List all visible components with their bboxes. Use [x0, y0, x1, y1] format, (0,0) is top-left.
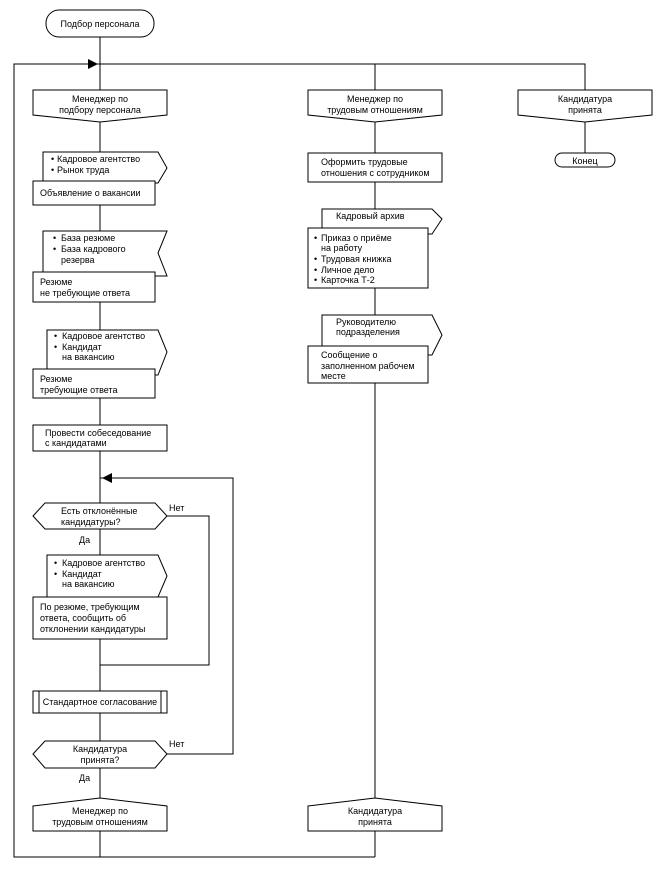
branch-no-label: Нет	[169, 503, 184, 513]
lane-labor-manager: Менеджер по трудовым отношениям	[307, 89, 443, 123]
department: Руководителю подразделения	[321, 314, 443, 356]
source-item: резерва	[61, 255, 95, 265]
archive-doc: Приказ о приёме	[321, 233, 392, 243]
source-agency-candidate-1: • Кадровое агентство • Кандидат на вакан…	[46, 329, 168, 376]
bullet-icon: •	[314, 265, 317, 275]
output-resume-need-reply: Резюме требующие ответа	[32, 368, 156, 399]
bullet-icon: •	[54, 558, 57, 568]
source-resume-db: • База резюме • База кадрового резерва	[42, 230, 168, 277]
branch-yes-label: Да	[79, 773, 90, 783]
output-vacancy-ad: Объявление о вакансии	[32, 180, 156, 206]
archive-documents: • Приказ о приёме на работу • Трудовая к…	[307, 227, 429, 289]
department-message-line2: заполненном рабочем	[321, 361, 415, 371]
bottom-candidate-accepted: Кандидатура принята	[307, 797, 443, 832]
source-item: Кандидат	[62, 342, 102, 352]
step-standard-approval-label: Стандартное согласование	[43, 697, 157, 707]
end-terminator: Конец	[554, 152, 616, 168]
output-resume-no-reply: Резюме не требующие ответа	[32, 271, 156, 303]
start-terminator: Подбор персонала	[45, 9, 155, 38]
accepted-no-connector	[100, 477, 234, 755]
output-resume-no-reply-line2: не требующие ответа	[40, 288, 130, 298]
archive-doc: Трудовая книжка	[321, 254, 392, 264]
source-agency-market: • Кадровое агентство • Рынок труда	[42, 151, 168, 184]
archive-title: Кадровый архив	[336, 211, 405, 221]
lane-hr-manager: Менеджер по подбору персонала	[32, 89, 168, 123]
output-resume-need-reply-line2: требующие ответа	[40, 385, 118, 395]
lane-hr-manager-line2: подбору персонала	[59, 105, 141, 115]
step-interview-line1: Провести собеседование	[45, 428, 151, 438]
source-item: Кадровое агентство	[62, 558, 145, 568]
lane-labor-manager-line1: Менеджер по	[347, 94, 403, 104]
bullet-icon: •	[314, 275, 317, 285]
archive-doc: на работу	[321, 243, 363, 253]
source-item: на вакансию	[62, 579, 115, 589]
bottom-labor-manager: Менеджер по трудовым отношениям	[32, 797, 168, 832]
decision-accepted-line1: Кандидатура	[73, 744, 127, 754]
bullet-icon: •	[54, 569, 57, 579]
bullet-icon: •	[54, 342, 57, 352]
step-formalize: Оформить трудовые отношения с сотруднико…	[307, 152, 443, 183]
arrow-icon	[102, 473, 112, 483]
arrow-icon	[88, 59, 98, 69]
source-item: База кадрового	[61, 244, 126, 254]
step-standard-approval: Стандартное согласование	[32, 690, 168, 714]
department-message-line1: Сообщение о	[321, 350, 377, 360]
bottom-labor-manager-line2: трудовым отношениям	[52, 817, 148, 827]
source-item: База резюме	[61, 233, 115, 243]
step-formalize-line1: Оформить трудовые	[321, 157, 408, 167]
output-rejection-notice-line1: По резюме, требующим	[40, 602, 140, 612]
branch-no-label: Нет	[169, 739, 184, 749]
bullet-icon: •	[53, 233, 56, 243]
rejected-no-connector	[100, 515, 210, 666]
branch-yes-label: Да	[79, 535, 90, 545]
output-rejection-notice: По резюме, требующим ответа, сообщить об…	[32, 596, 168, 640]
end-label: Конец	[572, 156, 597, 166]
bullet-icon: •	[51, 154, 54, 164]
bullet-icon: •	[51, 165, 54, 175]
bottom-candidate-accepted-line1: Кандидатура	[348, 806, 402, 816]
output-resume-no-reply-line1: Резюме	[40, 277, 72, 287]
lane-candidate-accepted-line2: принята	[568, 105, 602, 115]
source-item: на вакансию	[62, 352, 115, 362]
department-message-line3: месте	[321, 371, 346, 381]
output-rejection-notice-line3: отклонении кандидатуры	[40, 624, 145, 634]
department-message: Сообщение о заполненном рабочем месте	[307, 345, 429, 384]
output-resume-need-reply-line1: Резюме	[40, 374, 72, 384]
outer-loop-connector	[13, 63, 586, 858]
lane-hr-manager-line1: Менеджер по	[72, 94, 128, 104]
step-interview: Провести собеседование с кандидатами	[32, 424, 168, 452]
bullet-icon: •	[54, 331, 57, 341]
bottom-labor-manager-line1: Менеджер по	[72, 806, 128, 816]
output-vacancy-ad-label: Объявление о вакансии	[40, 188, 141, 198]
decision-accepted-line2: принята?	[81, 755, 120, 765]
archive-doc: Личное дело	[321, 265, 374, 275]
step-formalize-line2: отношения с сотрудником	[321, 168, 430, 178]
source-item: Кадровое агентство	[57, 154, 140, 164]
decision-rejected: Есть отклонённые кандидатуры?	[32, 502, 168, 530]
start-label: Подбор персонала	[61, 19, 140, 29]
lane-labor-manager-line2: трудовым отношениям	[327, 105, 423, 115]
decision-accepted: Кандидатура принята?	[32, 740, 168, 769]
source-item: Кадровое агентство	[62, 331, 145, 341]
decision-rejected-line1: Есть отклонённые	[61, 506, 137, 516]
bullet-icon: •	[53, 244, 56, 254]
step-interview-line2: с кандидатами	[45, 438, 107, 448]
lane-candidate-accepted: Кандидатура принята	[517, 89, 653, 123]
source-item: Рынок труда	[57, 165, 109, 175]
source-agency-candidate-2: • Кадровое агентство • Кандидат на вакан…	[46, 554, 168, 598]
output-rejection-notice-line2: ответа, сообщить об	[40, 613, 126, 623]
archive-doc: Карточка Т-2	[321, 275, 375, 285]
lane-candidate-accepted-line1: Кандидатура	[558, 94, 612, 104]
decision-rejected-line2: кандидатуры?	[61, 517, 121, 527]
bullet-icon: •	[314, 254, 317, 264]
source-item: Кандидат	[62, 569, 102, 579]
department-title-line2: подразделения	[336, 327, 400, 337]
bullet-icon: •	[314, 233, 317, 243]
bottom-candidate-accepted-line2: принята	[358, 817, 392, 827]
department-title-line1: Руководителю	[336, 317, 396, 327]
